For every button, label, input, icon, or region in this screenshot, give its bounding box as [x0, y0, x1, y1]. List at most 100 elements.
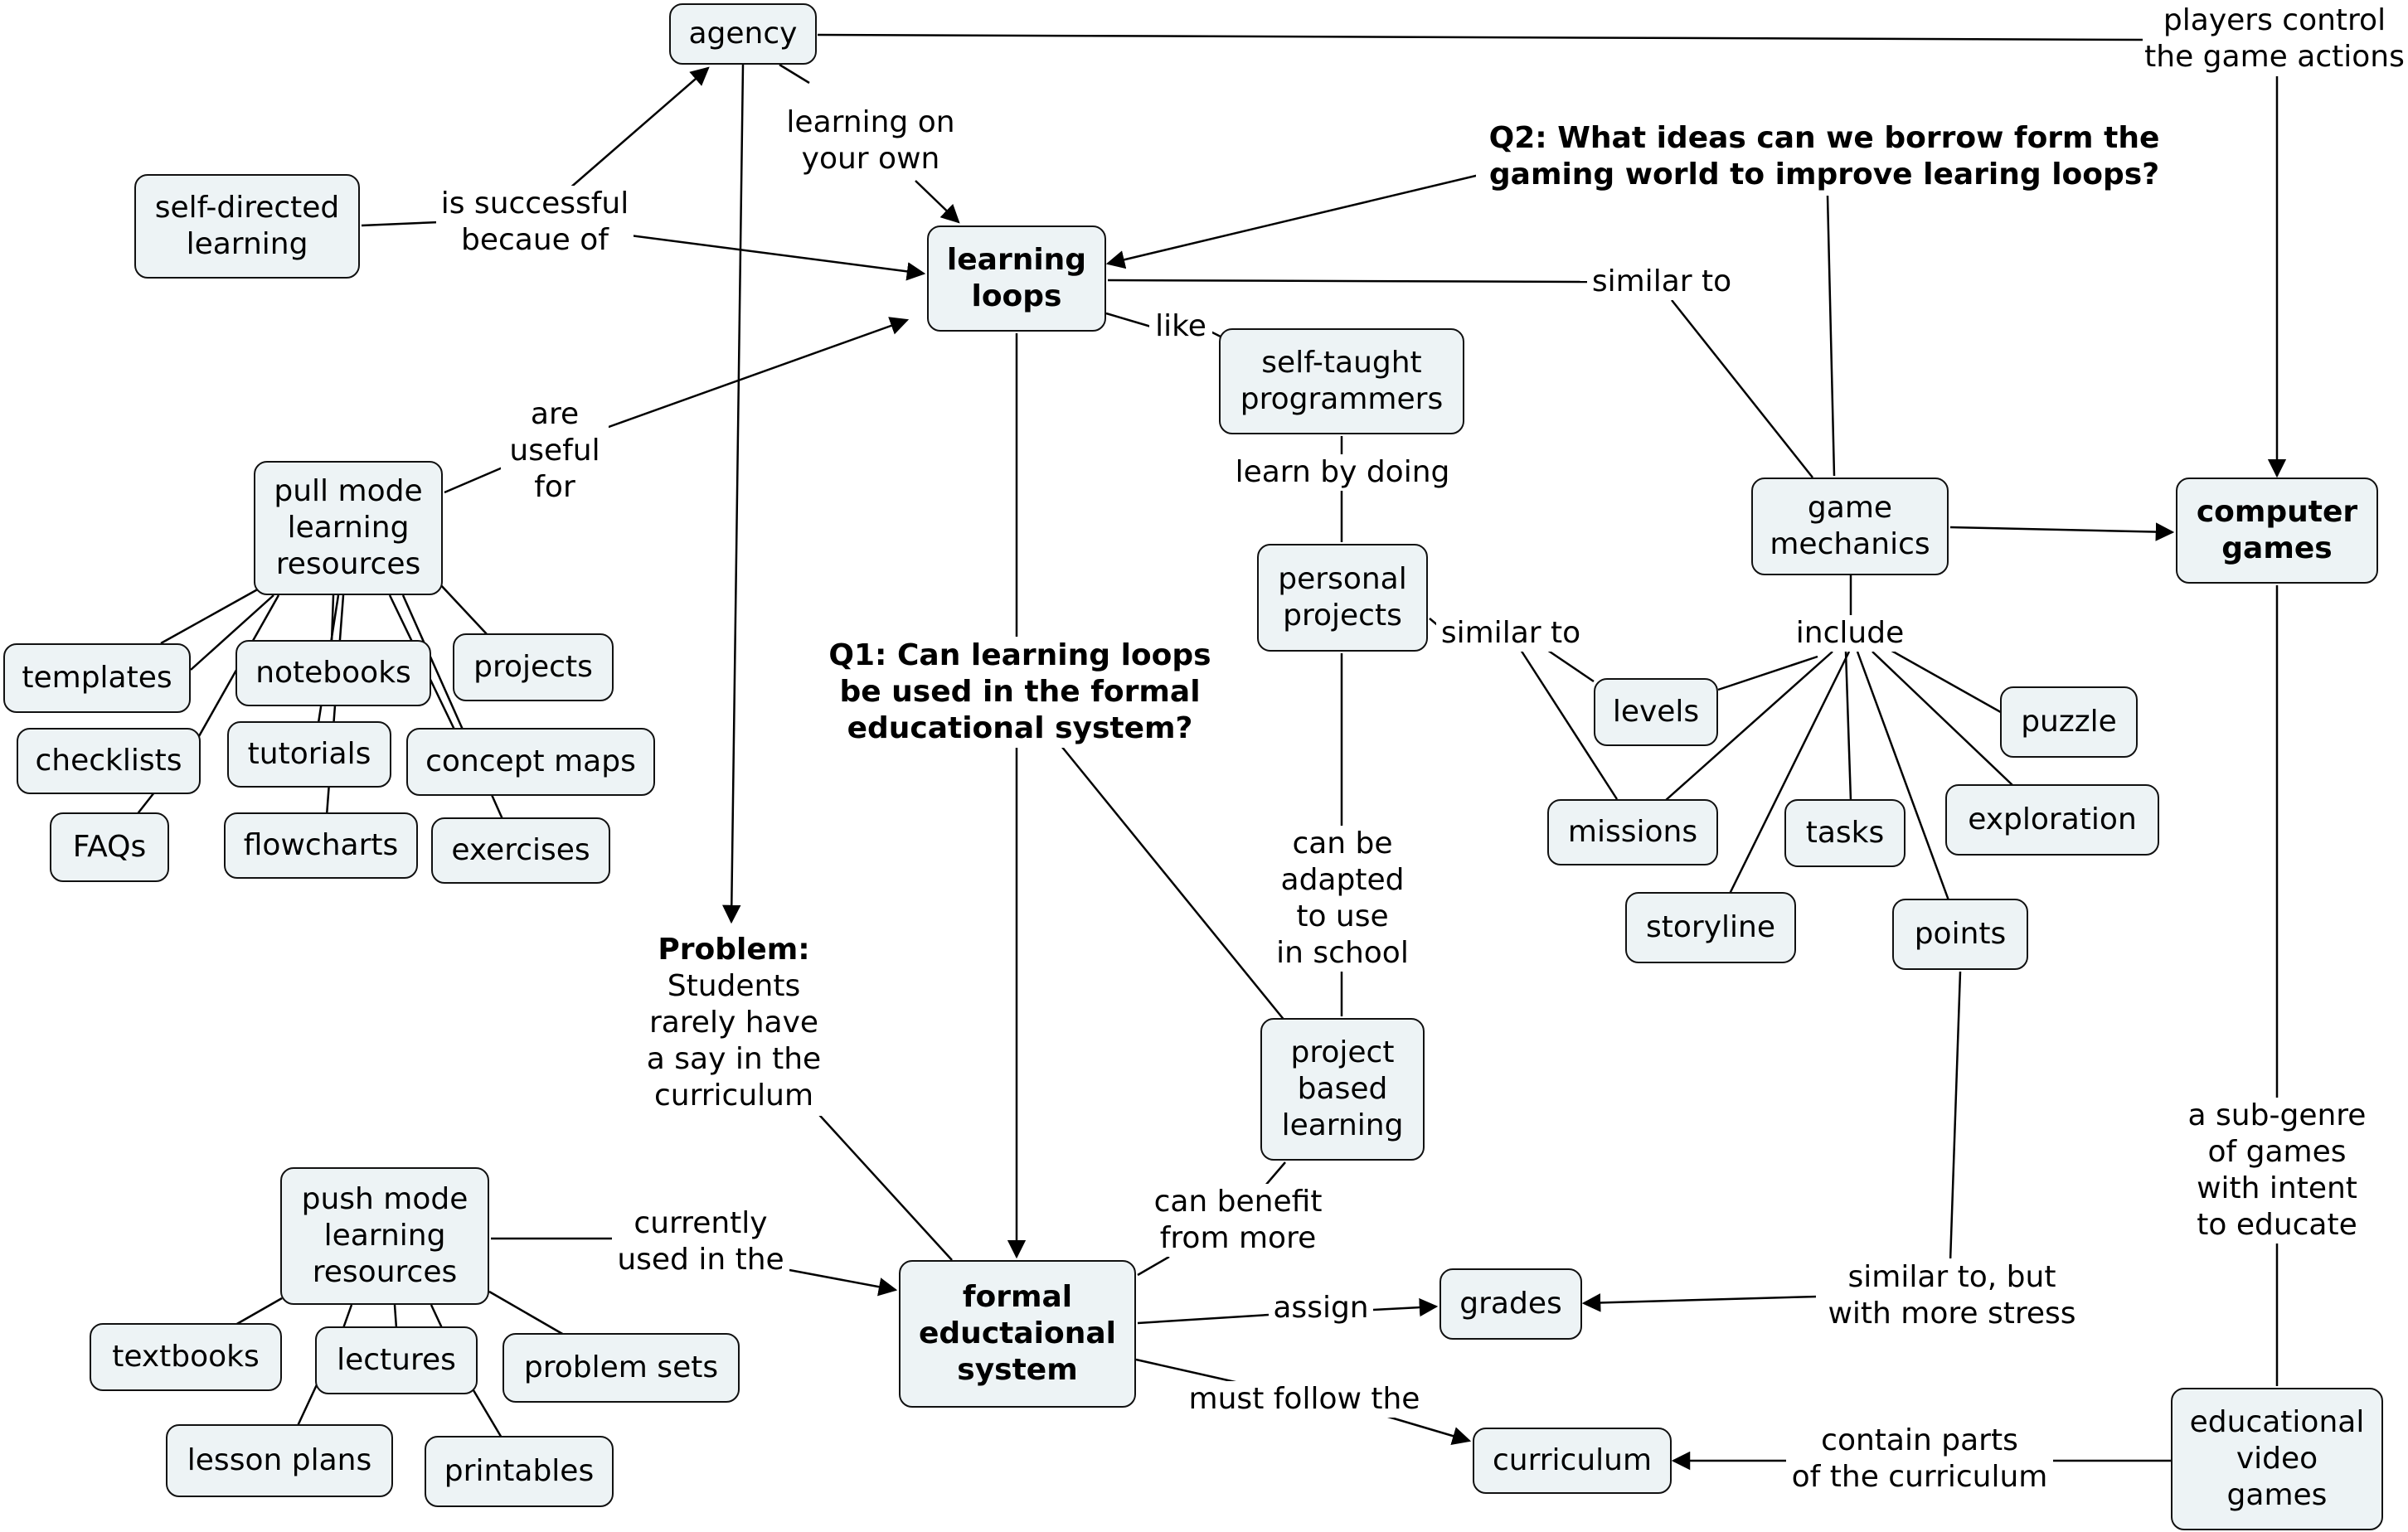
- link-similar-more-stress: similar to, but with more stress: [1816, 1258, 2088, 1333]
- edge-push-to-lectures-2: [393, 1304, 398, 1329]
- link-sub-genre: a sub-genre of games with intent to educ…: [2176, 1098, 2378, 1244]
- edge-lectures-to-lesson-plans: [295, 1380, 320, 1428]
- node-learning-loops[interactable]: learning loops: [927, 225, 1106, 332]
- edge-agency-to-problem: [722, 64, 745, 924]
- edge-similar-to-game-mechanics: [1671, 299, 1813, 478]
- node-puzzle[interactable]: puzzle: [2000, 686, 2138, 758]
- edge-similar-to-missions: [1519, 649, 1619, 800]
- node-flowcharts[interactable]: flowcharts: [224, 812, 418, 879]
- edge-agency-to-learning-on-own: [779, 63, 810, 85]
- link-can-be-adapted: can be adapted to use in school: [1270, 826, 1415, 972]
- edge-pull-to-useful: [444, 466, 503, 494]
- node-problem-sets[interactable]: problem sets: [502, 1333, 740, 1403]
- node-pull-mode-resources[interactable]: pull mode learning resources: [254, 461, 443, 595]
- node-agency[interactable]: agency: [669, 3, 817, 65]
- link-players-control: players control the game actions: [2143, 2, 2406, 76]
- question-q1: Q1: Can learning loops be used in the fo…: [821, 637, 1219, 748]
- node-grades[interactable]: grades: [1439, 1268, 1582, 1340]
- node-curriculum[interactable]: curriculum: [1473, 1428, 1672, 1494]
- node-projects[interactable]: projects: [453, 633, 614, 701]
- edge-like-to-self-taught: [1210, 330, 1221, 338]
- link-similar-to-games: similar to: [1587, 264, 1736, 300]
- edge-pull-to-projects: [439, 583, 488, 636]
- edge-loops-to-like: [1105, 312, 1152, 328]
- node-push-mode-resources[interactable]: push mode learning resources: [280, 1167, 489, 1305]
- edge-include-to-storyline: [1728, 651, 1851, 894]
- edge-must-to-curriculum: [1379, 1413, 1472, 1446]
- edge-project-based-to-benefit: [1265, 1161, 1286, 1186]
- edge-include-to-missions: [1664, 651, 1833, 802]
- link-learn-by-doing: learn by doing: [1231, 454, 1454, 491]
- node-faqs[interactable]: FAQs: [50, 812, 169, 882]
- edge-formal-to-must: [1135, 1358, 1240, 1384]
- edge-similar-to-levels: [1541, 645, 1595, 683]
- edge-currently-to-formal: [789, 1268, 898, 1297]
- node-computer-games[interactable]: computer games: [2176, 478, 2378, 584]
- edge-templates-to-faqs: [135, 792, 155, 817]
- edge-pull-to-checklists: [190, 594, 274, 671]
- link-currently-used: currently used in the: [612, 1205, 789, 1278]
- link-must-follow: must follow the: [1179, 1381, 1430, 1418]
- node-lesson-plans[interactable]: lesson plans: [166, 1424, 393, 1497]
- edge-game-mechanics-to-computer-games: [1949, 522, 2175, 541]
- edge-pull-to-templates: [160, 585, 263, 645]
- edge-points-to-stress: [1949, 971, 1962, 1263]
- node-notebooks[interactable]: notebooks: [235, 640, 431, 706]
- edge-push-to-lectures-3: [430, 1304, 444, 1331]
- edge-assign-to-grades: [1372, 1297, 1439, 1317]
- edge-stress-to-grades: [1581, 1293, 1818, 1312]
- node-exploration[interactable]: exploration: [1945, 784, 2159, 856]
- link-include: include: [1793, 615, 1907, 652]
- node-textbooks[interactable]: textbooks: [90, 1323, 282, 1391]
- edge-useful-to-loops: [596, 317, 910, 433]
- edge-include-to-puzzle: [1886, 647, 2006, 716]
- node-points[interactable]: points: [1892, 899, 2028, 970]
- node-personal-projects[interactable]: personal projects: [1257, 544, 1428, 652]
- node-printables[interactable]: printables: [425, 1436, 614, 1507]
- node-lectures[interactable]: lectures: [315, 1326, 478, 1394]
- edge-include-to-tasks: [1844, 651, 1852, 802]
- node-checklists[interactable]: checklists: [17, 728, 201, 794]
- question-q2: Q2: What ideas can we borrow form the ga…: [1476, 119, 2173, 194]
- node-storyline[interactable]: storyline: [1625, 892, 1796, 963]
- link-assign: assign: [1269, 1290, 1373, 1326]
- edge-include-to-exploration: [1872, 651, 2014, 787]
- node-project-based-learning[interactable]: project based learning: [1260, 1018, 1425, 1161]
- edge-agency-to-players: [817, 33, 2147, 41]
- link-learning-on-your-own: learning on your own: [779, 104, 962, 177]
- edge-learning-on-own-to-loops: [915, 180, 960, 224]
- node-templates[interactable]: templates: [3, 643, 191, 713]
- edge-q2-to-game-mechanics: [1826, 195, 1836, 477]
- node-self-directed-learning[interactable]: self-directed learning: [134, 174, 360, 279]
- edge-include-to-levels: [1717, 655, 1818, 691]
- node-formal-educational-system[interactable]: formal eductaional system: [899, 1260, 1136, 1408]
- edge-problem-to-formal: [812, 1107, 953, 1261]
- link-can-benefit: can benefit from more: [1144, 1184, 1332, 1257]
- node-game-mechanics[interactable]: game mechanics: [1751, 478, 1949, 575]
- link-contain-parts: contain parts of the curriculum: [1786, 1423, 2053, 1496]
- node-tutorials[interactable]: tutorials: [227, 721, 391, 788]
- node-exercises[interactable]: exercises: [431, 817, 610, 884]
- node-missions[interactable]: missions: [1547, 799, 1718, 865]
- edge-push-to-lectures: [342, 1304, 353, 1329]
- node-educational-video-games[interactable]: educational video games: [2171, 1388, 2383, 1530]
- edge-push-to-problem-sets: [488, 1290, 565, 1336]
- link-are-useful-for: are useful for: [501, 396, 609, 506]
- edge-formal-to-assign: [1137, 1313, 1270, 1325]
- edge-loops-to-similar: [1107, 279, 1588, 284]
- edge-q1-to-project-based: [1061, 745, 1286, 1022]
- node-tasks[interactable]: tasks: [1784, 799, 1906, 867]
- edge-benefit-to-formal: [1137, 1255, 1170, 1277]
- edge-successful-to-loops: [629, 234, 926, 281]
- node-levels[interactable]: levels: [1594, 678, 1718, 746]
- node-concept-maps[interactable]: concept maps: [406, 728, 655, 796]
- node-self-taught-programmers[interactable]: self-taught programmers: [1219, 328, 1464, 434]
- problem-statement: Problem: Students rarely have a say in t…: [634, 930, 834, 1116]
- link-like: like: [1149, 308, 1212, 345]
- edge-successful-to-agency: [568, 66, 710, 190]
- edge-lectures-to-printables: [469, 1385, 504, 1440]
- problem-title: Problem:: [658, 933, 810, 967]
- link-similar-to-levels: similar to: [1436, 615, 1585, 652]
